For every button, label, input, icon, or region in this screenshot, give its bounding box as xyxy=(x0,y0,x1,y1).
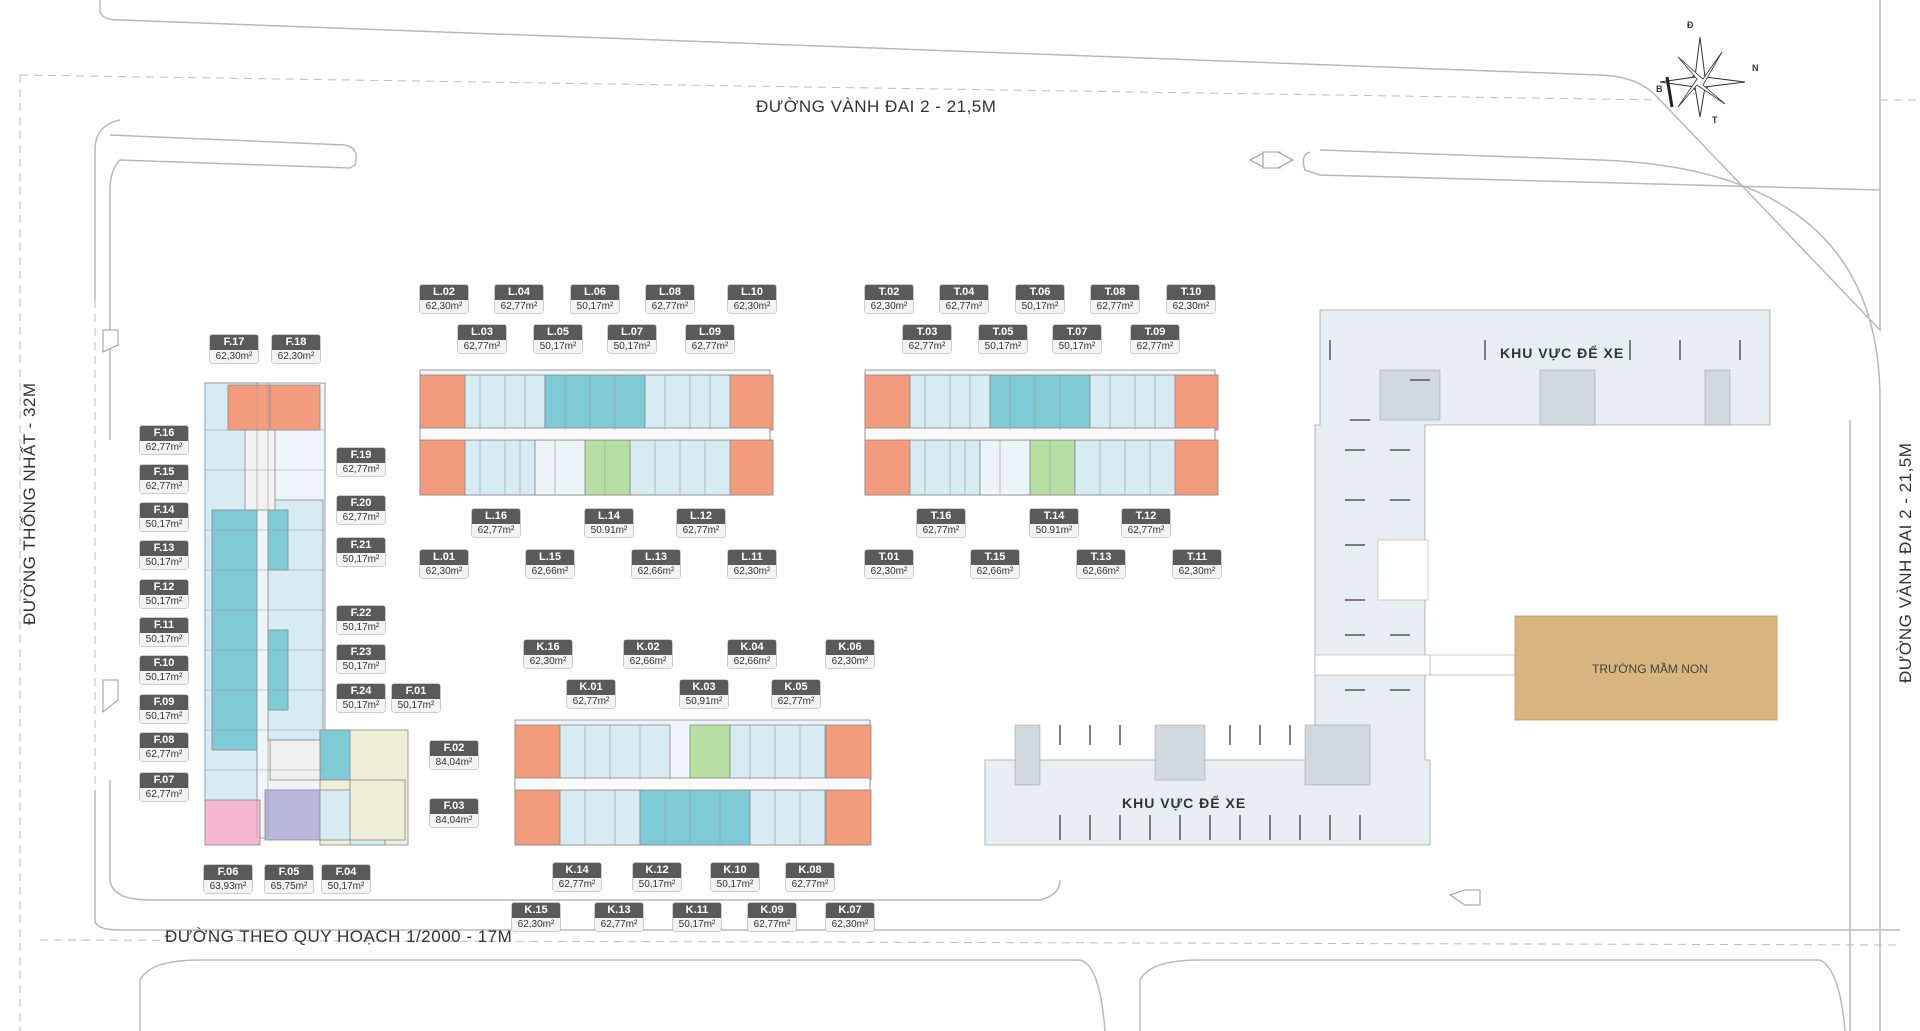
road-bottom-label: ĐƯỜNG THEO QUY HOẠCH 1/2000 - 17M xyxy=(165,927,513,946)
compass-icon xyxy=(1659,36,1746,118)
compass-east: N xyxy=(1752,63,1759,73)
compass-west: B xyxy=(1656,84,1663,94)
parking-bottom-label: KHU VỰC ĐỂ XE xyxy=(1122,795,1247,811)
compass-south: T xyxy=(1712,115,1718,125)
parking-top-label: KHU VỰC ĐỂ XE xyxy=(1500,345,1625,361)
school-label: TRƯỜNG MẦM NON xyxy=(1592,662,1708,676)
kindergarten-block xyxy=(1514,615,1778,721)
compass-north: Đ xyxy=(1687,20,1694,30)
road-right-label: ĐƯỜNG VÀNH ĐAI 2 - 21,5M xyxy=(1896,442,1915,683)
road-left-label: ĐƯỜNG THỐNG NHẤT - 32M xyxy=(20,382,39,625)
road-top-label: ĐƯỜNG VÀNH ĐAI 2 - 21,5M xyxy=(756,97,997,116)
